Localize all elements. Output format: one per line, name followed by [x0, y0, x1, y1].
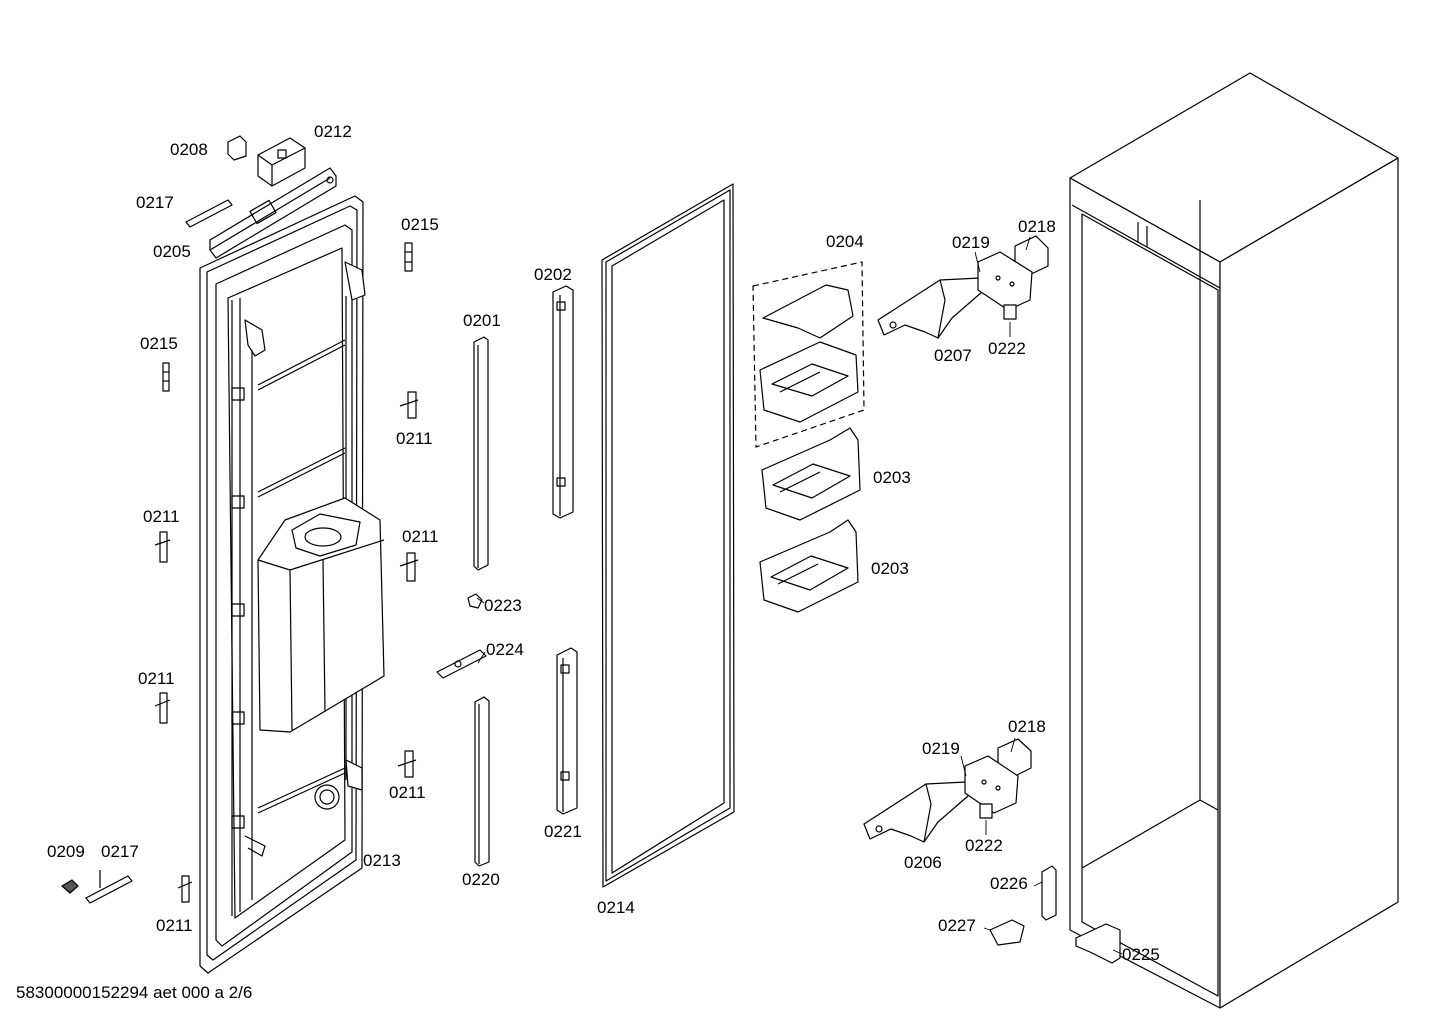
label-0201: 0201: [463, 311, 501, 330]
bottom-small-parts: [990, 866, 1120, 963]
label-0203-lower: 0203: [871, 559, 909, 578]
label-0223: 0223: [484, 596, 522, 615]
drawing-reference-footer: 58300000152294 aet 000 a 2/6: [16, 983, 253, 1002]
part-0204-group: [753, 262, 864, 447]
label-0209: 0209: [47, 842, 85, 861]
label-0206: 0206: [904, 853, 942, 872]
part-0217-strip: [186, 200, 232, 227]
label-0219-lower: 0219: [922, 739, 960, 758]
label-0213: 0213: [363, 851, 401, 870]
label-0218-upper: 0218: [1018, 217, 1056, 236]
middle-side-clips: [398, 243, 418, 777]
part-0212-cover: [258, 138, 305, 186]
label-0215-middle: 0215: [401, 215, 439, 234]
hinge-lower-0206: [864, 739, 1031, 842]
label-0212: 0212: [314, 122, 352, 141]
label-0211-middle-1: 0211: [396, 429, 433, 448]
label-0219-upper: 0219: [952, 233, 990, 252]
label-0218-lower: 0218: [1008, 717, 1046, 736]
label-0211-left-1: 0211: [143, 507, 180, 526]
part-0203-bins: [760, 428, 860, 612]
left-side-clips: [62, 363, 192, 903]
label-0204: 0204: [826, 232, 864, 251]
label-0221: 0221: [544, 822, 582, 841]
label-0227: 0227: [938, 916, 976, 935]
label-0220: 0220: [462, 870, 500, 889]
part-0214-gasket-frame: [602, 184, 734, 887]
hinge-upper-0207: [878, 236, 1048, 338]
label-0217-bottom: 0217: [101, 842, 139, 861]
label-0203-upper: 0203: [873, 468, 911, 487]
label-0222-upper: 0222: [988, 339, 1026, 358]
label-0214: 0214: [597, 898, 635, 917]
leader-lines: [477, 237, 1122, 954]
label-0215-left: 0215: [140, 334, 178, 353]
part-0208-cap: [228, 136, 246, 160]
label-0211-middle-3: 0211: [389, 783, 426, 802]
label-0226: 0226: [990, 874, 1028, 893]
cabinet-shell: [1070, 73, 1398, 1008]
label-0211-middle-2: 0211: [402, 527, 439, 546]
door-panel: [200, 196, 384, 973]
part-0205-top-bracket: [210, 168, 336, 258]
label-0211-left-2: 0211: [138, 669, 175, 688]
side-profiles-0202-0221: [553, 286, 577, 814]
label-0205: 0205: [153, 242, 191, 261]
handle-profiles-0201-0220: [437, 337, 489, 866]
label-0202: 0202: [534, 265, 572, 284]
label-0222-lower: 0222: [965, 836, 1003, 855]
label-0224: 0224: [486, 640, 524, 659]
label-0208: 0208: [170, 140, 208, 159]
label-0225: 0225: [1122, 945, 1160, 964]
label-0207: 0207: [934, 346, 972, 365]
label-0211-bottom: 0211: [156, 916, 193, 935]
label-0217-top: 0217: [136, 193, 174, 212]
